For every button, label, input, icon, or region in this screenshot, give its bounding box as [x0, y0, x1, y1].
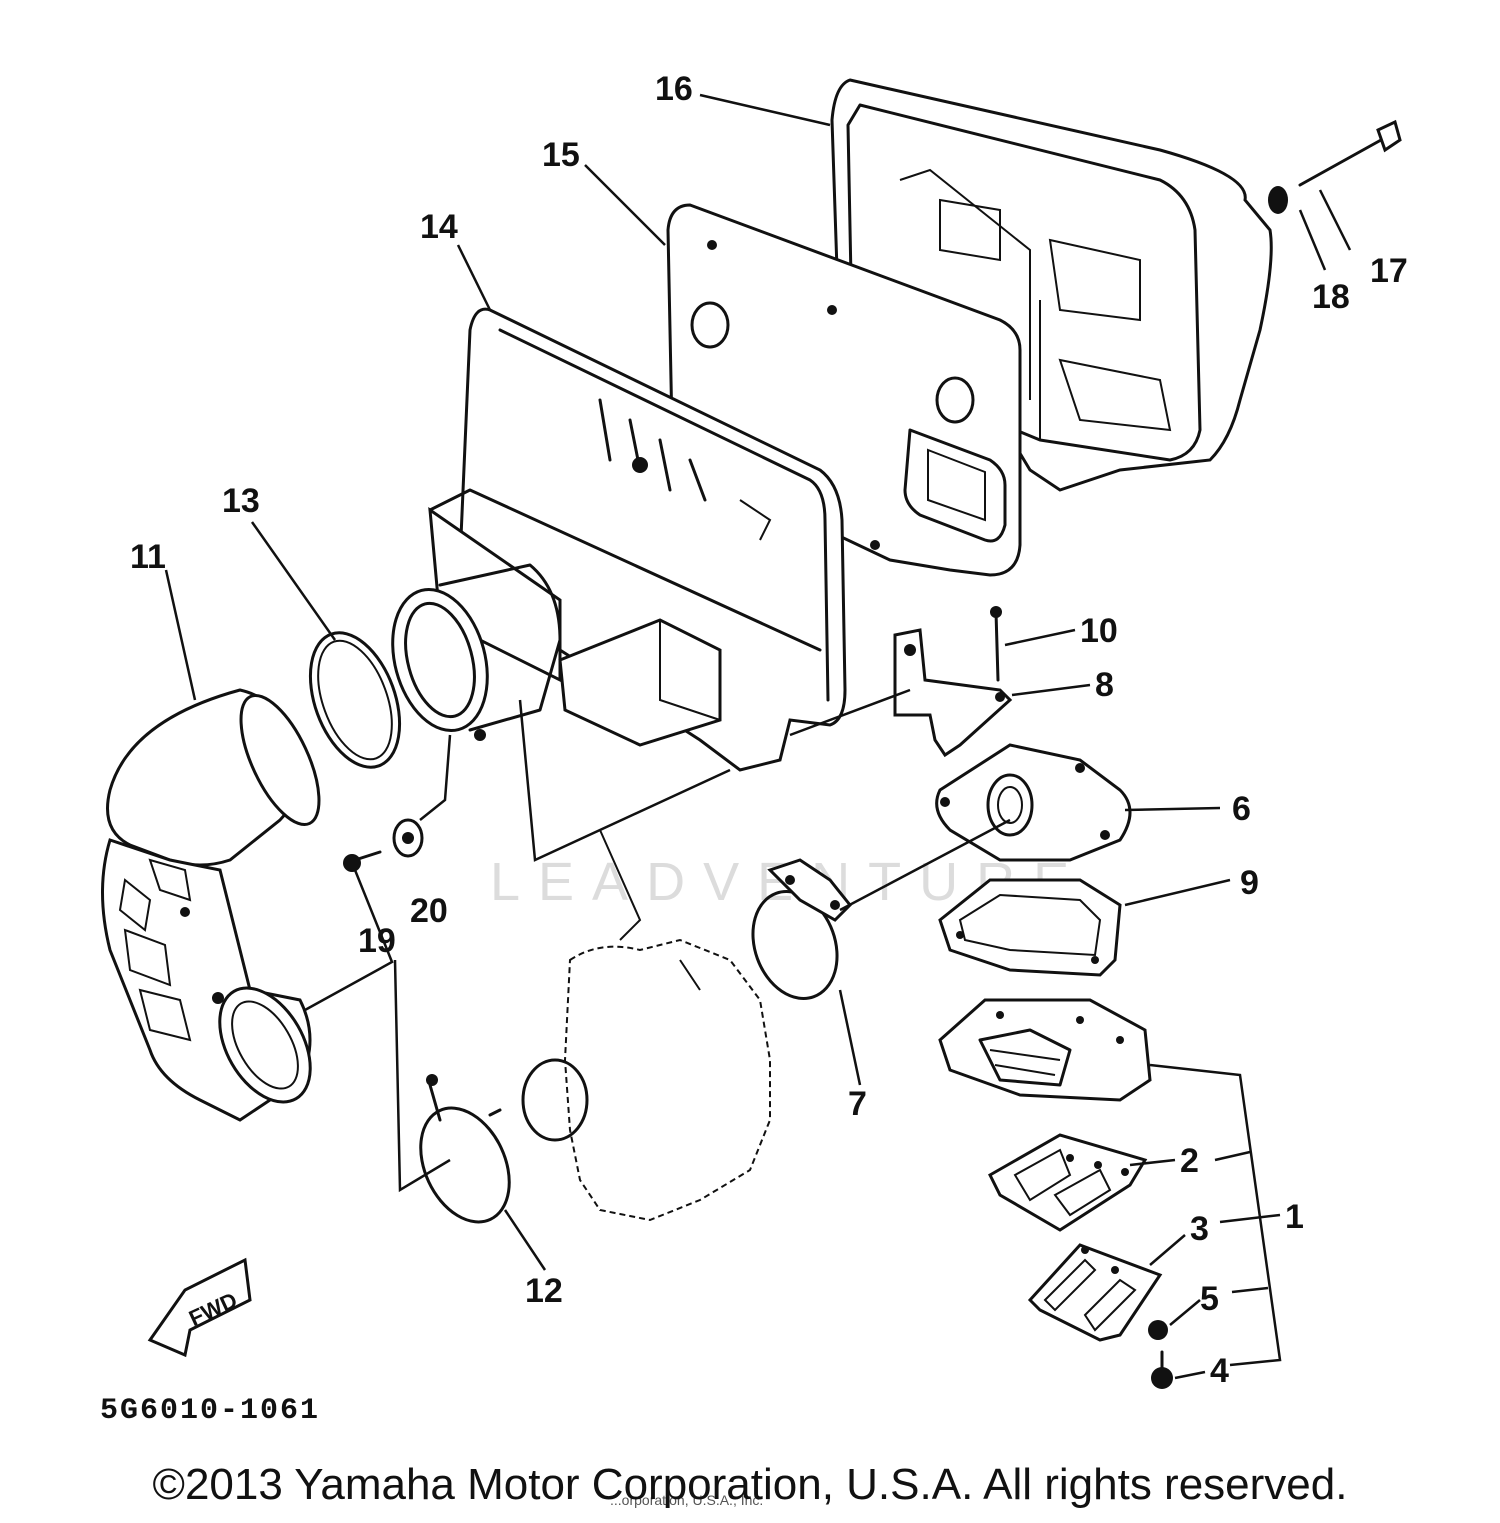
callout-6: 6 — [1232, 790, 1251, 828]
callout-leaders — [164, 93, 1352, 1380]
callout-13: 13 — [222, 482, 260, 520]
callout-10: 10 — [1080, 612, 1118, 650]
callout-15: 15 — [542, 136, 580, 174]
part-11-intake-duct — [101, 688, 321, 1122]
callout-16: 16 — [655, 70, 693, 108]
part-5-washer — [1148, 1320, 1168, 1340]
part-6-joint — [935, 743, 1132, 862]
part-20-nut — [392, 818, 424, 858]
callout-7: 7 — [848, 1085, 867, 1123]
callout-14: 14 — [420, 208, 458, 246]
part-9-gasket — [938, 878, 1122, 977]
callout-9: 9 — [1240, 864, 1259, 902]
part-4-screw — [1151, 1350, 1173, 1389]
engine-outline — [521, 829, 771, 1222]
callout-17: 17 — [1370, 252, 1408, 290]
callout-3: 3 — [1190, 1210, 1209, 1248]
callout-11: 11 — [130, 538, 166, 576]
callout-1: 1 — [1285, 1198, 1304, 1236]
callout-12: 12 — [525, 1272, 563, 1310]
fine-print: ...orporation, U.S.A., Inc. — [610, 1492, 763, 1508]
callout-4: 4 — [1210, 1352, 1229, 1390]
callout-20: 20 — [410, 892, 448, 930]
part-3-stopper — [1027, 1243, 1163, 1342]
callout-18: 18 — [1312, 278, 1350, 316]
diagram-part-code: 5G6010-1061 — [100, 1394, 320, 1428]
part-2-reed — [988, 1133, 1148, 1232]
part-10-bolt — [990, 606, 1002, 682]
part-12-clamp — [419, 1074, 511, 1224]
copyright-notice: ©2013 Yamaha Motor Corporation, U.S.A. A… — [152, 1460, 1348, 1509]
callout-19: 19 — [358, 922, 396, 960]
callout-8: 8 — [1095, 666, 1114, 704]
callout-5: 5 — [1200, 1280, 1219, 1318]
part-18-washer — [1268, 186, 1288, 214]
part-8-bracket — [893, 628, 1013, 758]
part-14-airbox-body — [391, 307, 847, 772]
part-19-screw — [343, 850, 382, 872]
part-1-reed-valve — [938, 998, 1152, 1102]
fwd-arrow-icon: FWD — [147, 1257, 252, 1358]
callout-labels: 1 2 3 4 5 6 7 8 9 10 11 12 13 14 15 16 1… — [130, 70, 1408, 1390]
assembly-lines — [304, 688, 1011, 1193]
callout-2: 2 — [1180, 1142, 1199, 1180]
part-17-bolt — [1298, 119, 1402, 187]
